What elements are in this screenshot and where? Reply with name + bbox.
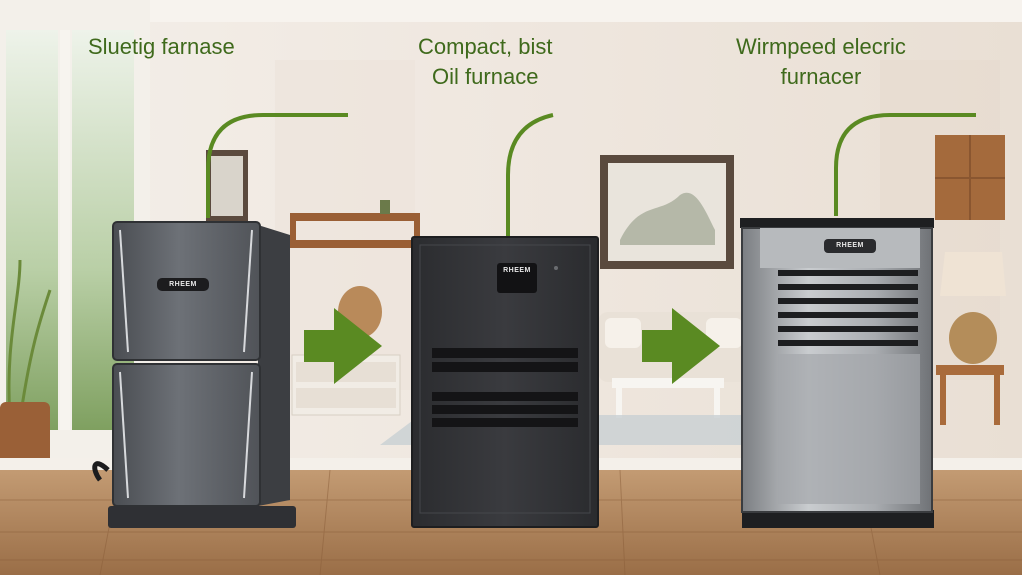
table-lamp xyxy=(936,252,1006,425)
callout-line-right xyxy=(834,113,976,216)
coffee-table xyxy=(612,378,724,418)
callout-line-middle xyxy=(506,113,554,236)
label-oil-furnace: Compact, bist Oil furnace xyxy=(418,32,553,92)
gas-furnace-unit xyxy=(92,221,296,528)
brand-badge-right: RHEEM xyxy=(836,242,864,249)
label-gas-furnace: Sluetig farnase xyxy=(88,32,235,62)
label-line: Oil furnace xyxy=(432,64,539,89)
ceiling xyxy=(0,0,1022,22)
wall-shelf xyxy=(290,200,420,248)
label-line: Wirmpeed elecric xyxy=(736,34,906,59)
wall-art xyxy=(600,155,734,269)
picture xyxy=(211,156,243,216)
callout-line-left xyxy=(206,113,348,218)
label-line: Sluetig farnase xyxy=(88,34,235,59)
right-arrow-icon xyxy=(642,308,720,384)
wall-cabinet xyxy=(935,135,1005,220)
label-line: Compact, bist xyxy=(418,34,553,59)
label-electric-furnace: Wirmpeed elecric furnacer xyxy=(736,32,906,92)
label-line: furnacer xyxy=(780,64,862,89)
oil-furnace-unit xyxy=(411,236,599,528)
brand-badge-middle: RHEEM xyxy=(503,267,531,274)
brand-badge-left: RHEEM xyxy=(169,281,197,288)
electric-furnace-unit xyxy=(740,218,934,528)
right-arrow-icon xyxy=(304,308,382,384)
